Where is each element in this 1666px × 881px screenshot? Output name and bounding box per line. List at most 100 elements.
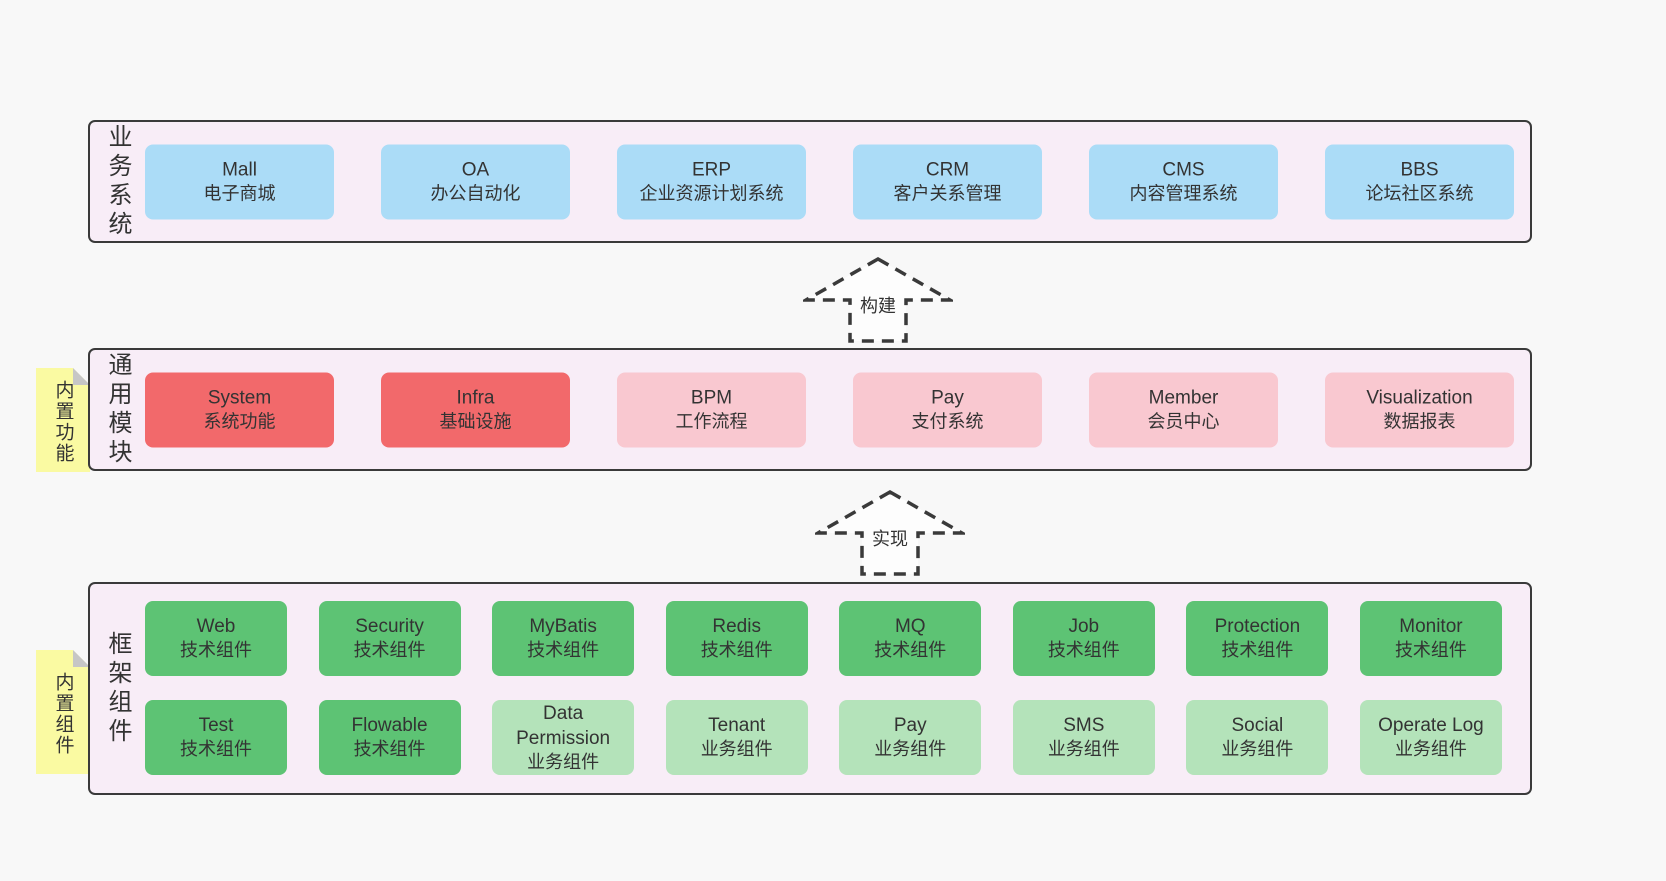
box-sms: SMS 业务组件 [1012, 700, 1155, 775]
box-test: Test 技术组件 [145, 700, 287, 775]
box-name: Monitor [1399, 616, 1463, 638]
box-crm: CRM 客户关系管理 [853, 144, 1042, 219]
box-operate-log: Operate Log 业务组件 [1359, 700, 1502, 775]
box-name: Pay [931, 387, 964, 409]
sticky-note-label: 内置组件 [52, 672, 74, 757]
box-visualization: Visualization 数据报表 [1325, 372, 1514, 447]
box-desc: 数据报表 [1383, 411, 1456, 432]
panel-business-systems: 业务系统 Mall 电子商城 OA 办公自动化 ERP 企业资源计划系统 CRM… [88, 120, 1532, 243]
box-desc: 技术组件 [180, 739, 252, 760]
box-desc: 企业资源计划系统 [639, 183, 784, 204]
box-name: OA [461, 159, 490, 181]
box-name: Pay [893, 715, 927, 737]
box-social: Social 业务组件 [1186, 700, 1329, 775]
panel-side-label: 框架组件 [104, 630, 131, 747]
box-desc: 支付系统 [911, 411, 984, 432]
panel-common-modules: 通用模块 System 系统功能 Infra 基础设施 BPM 工作流程 Pay… [88, 348, 1532, 471]
panel-side-label: 业务系统 [104, 123, 131, 240]
box-desc: 业务组件 [1047, 739, 1120, 760]
box-name: SMS [1063, 715, 1105, 737]
business-box-row: Mall 电子商城 OA 办公自动化 ERP 企业资源计划系统 CRM 客户关系… [145, 144, 1514, 219]
box-desc: 业务组件 [527, 751, 600, 772]
box-erp: ERP 企业资源计划系统 [617, 144, 806, 219]
arrow-implement: 实现 [815, 488, 965, 578]
box-desc: 客户关系管理 [893, 183, 1002, 204]
box-desc: 工作流程 [675, 411, 748, 432]
box-name: Test [198, 715, 234, 737]
box-name: MQ [894, 616, 926, 638]
box-name: Member [1148, 387, 1219, 409]
box-name: BPM [690, 387, 733, 409]
box-flowable: Flowable 技术组件 [318, 700, 461, 775]
box-bpm: BPM 工作流程 [617, 372, 806, 447]
box-name: Tenant [708, 715, 766, 737]
box-data-permission: Data Permission 业务组件 [492, 700, 635, 775]
box-job: Job 技术组件 [1012, 601, 1155, 676]
box-web: Web 技术组件 [145, 601, 287, 676]
box-name: Job [1068, 616, 1100, 638]
box-name: Redis [712, 616, 761, 638]
box-name: Mall [222, 159, 257, 181]
box-desc: 技术组件 [353, 640, 426, 661]
box-desc: 业务组件 [1221, 739, 1294, 760]
box-desc: 办公自动化 [430, 183, 521, 204]
box-desc: 技术组件 [874, 640, 947, 661]
panel-side-label: 通用模块 [104, 351, 131, 468]
components-box-row-2: Test 技术组件 Flowable 技术组件 Data Permission … [145, 700, 1502, 775]
arrow-build: 构建 [803, 255, 953, 345]
box-desc: 技术组件 [1047, 640, 1120, 661]
box-name: Security [355, 616, 424, 638]
box-member: Member 会员中心 [1089, 372, 1278, 447]
box-desc: 内容管理系统 [1129, 183, 1238, 204]
box-name: MyBatis [529, 616, 597, 638]
box-name: CRM [925, 159, 970, 181]
sticky-note-builtin-components: 内置组件 [36, 650, 90, 774]
box-name: Flowable [351, 715, 428, 737]
arrow-build-label: 构建 [857, 291, 899, 319]
box-desc: 系统功能 [203, 411, 276, 432]
box-mall: Mall 电子商城 [145, 144, 334, 219]
box-desc: 技术组件 [1221, 640, 1294, 661]
box-name: Data Permission [516, 702, 611, 749]
box-pay-system: Pay 支付系统 [853, 372, 1042, 447]
box-name: Visualization [1366, 387, 1473, 409]
box-bbs: BBS 论坛社区系统 [1325, 144, 1514, 219]
box-desc: 论坛社区系统 [1365, 183, 1474, 204]
box-name: Infra [456, 387, 495, 409]
box-name: System [207, 387, 272, 409]
components-box-row-1: Web 技术组件 Security 技术组件 MyBatis 技术组件 Redi… [145, 601, 1502, 676]
box-name: CMS [1162, 159, 1205, 181]
panel-framework-components: 框架组件 Web 技术组件 Security 技术组件 MyBatis 技术组件… [88, 582, 1532, 795]
box-desc: 技术组件 [353, 739, 426, 760]
box-name: Protection [1214, 616, 1301, 638]
box-name: Web [196, 616, 236, 638]
box-mq: MQ 技术组件 [839, 601, 982, 676]
box-mybatis: MyBatis 技术组件 [492, 601, 635, 676]
box-name: Social [1231, 715, 1284, 737]
box-desc: 业务组件 [700, 739, 773, 760]
box-desc: 技术组件 [527, 640, 600, 661]
box-name: Operate Log [1378, 715, 1484, 737]
box-desc: 技术组件 [1394, 640, 1467, 661]
arrow-implement-label: 实现 [869, 524, 911, 552]
box-name: ERP [691, 159, 732, 181]
box-infra: Infra 基础设施 [381, 372, 570, 447]
box-redis: Redis 技术组件 [665, 601, 808, 676]
box-monitor: Monitor 技术组件 [1359, 601, 1502, 676]
sticky-note-builtin-features: 内置功能 [36, 368, 90, 472]
box-name: BBS [1400, 159, 1439, 181]
box-desc: 业务组件 [1394, 739, 1467, 760]
box-system: System 系统功能 [145, 372, 334, 447]
box-desc: 电子商城 [203, 183, 276, 204]
modules-box-row: System 系统功能 Infra 基础设施 BPM 工作流程 Pay 支付系统… [145, 372, 1514, 447]
sticky-note-label: 内置功能 [52, 380, 74, 465]
box-desc: 会员中心 [1147, 411, 1220, 432]
box-protection: Protection 技术组件 [1186, 601, 1329, 676]
box-pay-component: Pay 业务组件 [839, 700, 982, 775]
box-cms: CMS 内容管理系统 [1089, 144, 1278, 219]
box-desc: 技术组件 [180, 640, 252, 661]
box-oa: OA 办公自动化 [381, 144, 570, 219]
box-security: Security 技术组件 [318, 601, 461, 676]
box-desc: 技术组件 [700, 640, 773, 661]
